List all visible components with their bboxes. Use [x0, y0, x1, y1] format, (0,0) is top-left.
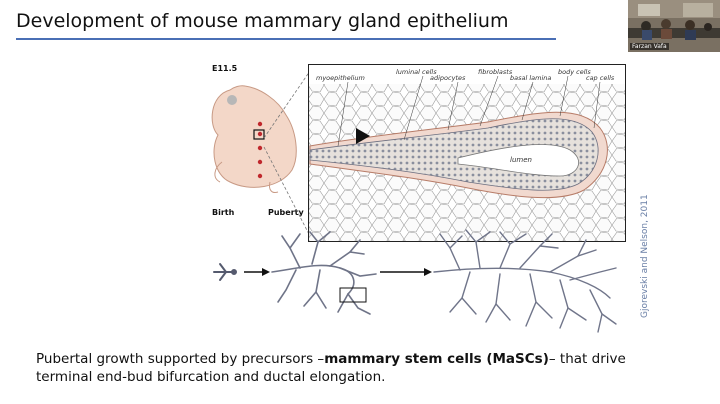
- inset-label-luminal-cells: luminal cells: [396, 68, 437, 76]
- title-underline: [16, 38, 556, 40]
- caption-highlight: mammary stem cells (MaSCs): [324, 351, 549, 367]
- label-e11-5: E11.5: [212, 64, 238, 73]
- pubertal-tree: [271, 231, 377, 315]
- inset-label-adipocytes: adipocytes: [430, 74, 466, 82]
- caption-text-2: – that drive terminal end-bud bifurcatio…: [36, 351, 626, 385]
- adult-ductal-tree: [433, 229, 617, 333]
- participant-name: Farzan Vafa: [630, 43, 669, 50]
- slide-title: Development of mouse mammary gland epith…: [16, 10, 509, 32]
- inset-label-cap-cells: cap cells: [586, 74, 615, 82]
- inset-label-basal-lamina: basal lamina: [510, 74, 551, 82]
- label-puberty: Puberty: [268, 208, 304, 217]
- caption-text-1: Pubertal growth supported by precursors …: [36, 351, 325, 367]
- inset-label-fibroblasts: fibroblasts: [478, 68, 513, 76]
- mouse-embryo-illustration: [211, 85, 297, 193]
- participant-video-thumbnail[interactable]: Farzan Vafa: [628, 0, 720, 52]
- terminal-end-bud-inset: myoepithelium luminal cells adipocytes f…: [308, 64, 626, 242]
- inset-label-body-cells: body cells: [558, 68, 591, 76]
- zoom-connector-lines: [263, 67, 313, 241]
- rudimentary-tree: [213, 263, 237, 281]
- inset-label-myoepithelium: myoepithelium: [316, 74, 365, 82]
- figure-citation: Gjorevski and Nelson, 2011: [640, 194, 650, 318]
- ductal-tree-progression: [213, 229, 617, 333]
- label-birth: Birth: [212, 208, 235, 217]
- slide-caption: Pubertal growth supported by precursors …: [36, 350, 686, 386]
- inset-label-lumen: lumen: [510, 156, 532, 164]
